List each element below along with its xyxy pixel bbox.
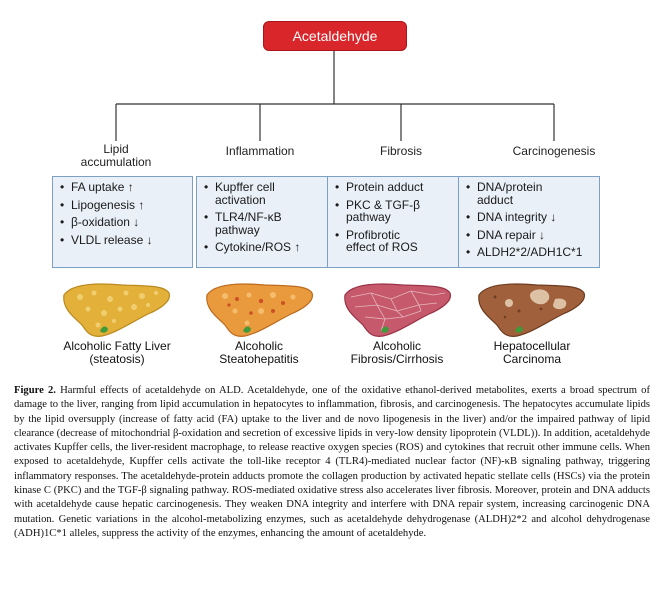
carcinoma-liver-illustration — [478, 283, 586, 337]
outcome-label-carcinoma: Hepatocellular Carcinoma — [493, 339, 571, 366]
outcome-label-steatohepatitis: Alcoholic Steatohepatitis — [219, 339, 299, 366]
list-item: Kupffer cell activation — [203, 181, 330, 206]
list-item: DNA integrity ↓ — [465, 211, 593, 224]
fatty-liver-illustration — [63, 283, 171, 337]
category-box-inflammation: Kupffer cell activation TLR4/NF-κB pathw… — [196, 176, 337, 268]
list-item: VLDL release ↓ — [59, 233, 186, 247]
figure-caption-label: Figure 2. — [14, 385, 56, 396]
category-title-fibrosis: Fibrosis — [379, 144, 422, 158]
list-item: FA uptake ↑ — [59, 181, 186, 194]
list-item: TLR4/NF-κB pathway — [203, 211, 330, 236]
outcome-label-fibrosis: Alcoholic Fibrosis/Cirrhosis — [350, 339, 444, 366]
list-item: Profibrotic effect of ROS — [334, 228, 461, 254]
steatohepatitis-liver-illustration — [206, 283, 314, 337]
tree-connectors — [115, 50, 555, 141]
list-item: Protein adduct — [334, 181, 461, 194]
category-box-carcinogenesis: DNA/protein adduct DNA integrity ↓ DNA r… — [458, 176, 600, 268]
figure-caption-text: Harmful effects of acetaldehyde on ALD. … — [14, 385, 650, 539]
category-title-inflammation: Inflammation — [225, 144, 295, 158]
list-item: β-oxidation ↓ — [59, 216, 186, 229]
category-box-lipid: FA uptake ↑ Lipogenesis ↑ β-oxidation ↓ … — [52, 176, 193, 268]
list-item: DNA repair ↓ — [465, 228, 593, 242]
figure-caption: Figure 2. Harmful effects of acetaldehyd… — [14, 384, 650, 541]
acetaldehyde-root-node: Acetaldehyde — [263, 21, 407, 51]
category-title-carcinogenesis: Carcinogenesis — [512, 144, 596, 158]
category-box-fibrosis: Protein adduct PKC & TGF-β pathway Profi… — [327, 176, 468, 268]
list-item: ALDH2*2/ADH1C*1 — [465, 246, 593, 259]
outcome-label-fatty-liver: Alcoholic Fatty Liver (steatosis) — [63, 339, 171, 366]
category-title-lipid: Lipid accumulation — [80, 142, 152, 169]
list-item: Lipogenesis ↑ — [59, 198, 186, 212]
list-item: PKC & TGF-β pathway — [334, 198, 461, 224]
list-item: DNA/protein adduct — [465, 181, 593, 206]
list-item: Cytokine/ROS ↑ — [203, 241, 330, 254]
fibrosis-liver-illustration — [344, 283, 452, 337]
